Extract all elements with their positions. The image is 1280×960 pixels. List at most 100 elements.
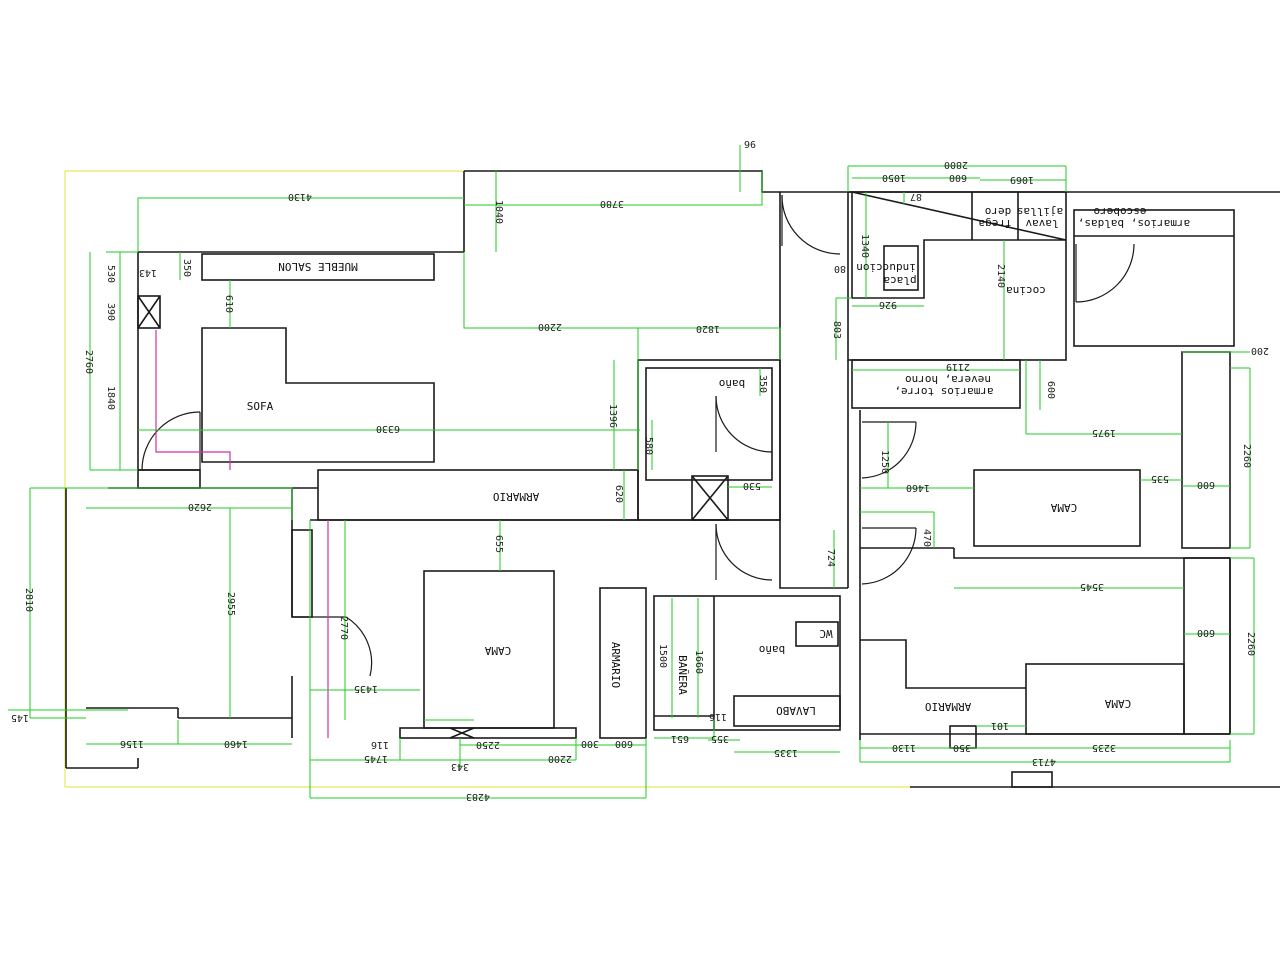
- dim-1396: 1396: [607, 404, 618, 428]
- dim-535: 535: [1151, 473, 1169, 484]
- dim-87: 87: [910, 191, 922, 202]
- label-cama-dormitorio-2: CAMA: [1050, 501, 1077, 514]
- dim-1975: 1975: [1092, 427, 1116, 438]
- dim-116-bano: 116: [709, 711, 727, 722]
- dim-143: 143: [139, 267, 157, 278]
- electrical-lines: [155, 330, 329, 738]
- dim-1460-salon: 1460: [224, 738, 248, 749]
- label-cocina: cocina: [1006, 284, 1046, 297]
- dim-470: 470: [921, 529, 932, 547]
- dim-620: 620: [613, 485, 624, 503]
- label-torre-2: nevera, horno: [905, 373, 991, 386]
- dim-600-torre: 600: [1045, 381, 1056, 399]
- dim-655: 655: [493, 535, 504, 553]
- label-wc: WC: [819, 627, 832, 640]
- dim-300: 300: [581, 738, 599, 749]
- dim-6330: 6330: [376, 423, 400, 434]
- dim-3545: 3545: [1080, 581, 1104, 592]
- walls: [65, 170, 1280, 788]
- dim-101: 101: [991, 720, 1009, 731]
- doors: [141, 194, 1135, 677]
- dim-2800: 2800: [944, 159, 968, 170]
- dim-2260-dorm2: 2260: [1241, 444, 1252, 468]
- dim-600-dorm3: 600: [1197, 627, 1215, 638]
- dim-1156: 1156: [120, 738, 144, 749]
- dim-2955: 2955: [225, 592, 236, 616]
- dim-926: 926: [879, 299, 897, 310]
- label-armario-dormitorio-1: ARMARIO: [609, 642, 622, 688]
- dim-1460-dorm: 1460: [906, 482, 930, 493]
- site-outline: [64, 170, 910, 788]
- label-cama-dormitorio-1: CAMA: [484, 644, 511, 657]
- dim-350-salon: 350: [181, 259, 192, 277]
- dim-1435: 1435: [354, 683, 378, 694]
- dim-2770: 2770: [338, 616, 349, 640]
- label-sofa: SOFA: [247, 400, 274, 413]
- dim-1500: 1500: [657, 644, 668, 668]
- dim-530: 530: [105, 265, 116, 283]
- dimension-lines: [8, 145, 1255, 799]
- label-bano-1: baño: [719, 377, 746, 390]
- dim-2250: 2250: [476, 739, 500, 750]
- dim-600-armario: 600: [615, 738, 633, 749]
- label-placa: placa: [883, 274, 916, 287]
- dimension-labels: 4130 3780 1040 2200 1820 530 390 143 350…: [11, 138, 1269, 802]
- dim-350-dorm3: 350: [953, 742, 971, 753]
- dim-1340: 1340: [859, 234, 870, 258]
- dim-600-dorm2: 600: [1197, 479, 1215, 490]
- dim-1250: 1250: [879, 450, 890, 474]
- dim-4283: 4283: [466, 791, 490, 802]
- dim-350-bano: 350: [757, 375, 768, 393]
- label-induccion: induccion: [856, 261, 916, 274]
- dim-116: 116: [371, 739, 389, 750]
- dim-4130: 4130: [288, 191, 312, 202]
- label-armario-dormitorio-3: ARMARIO: [925, 700, 971, 713]
- dim-2200-top: 2200: [538, 321, 562, 332]
- dim-530-bano: 530: [743, 480, 761, 491]
- label-fregadero-2: dero: [985, 205, 1012, 218]
- dim-145: 145: [11, 712, 29, 723]
- dim-610: 610: [223, 295, 234, 313]
- dim-1335: 1335: [774, 747, 798, 758]
- dim-200: 200: [1251, 345, 1269, 356]
- label-escobero-2: escobero: [1094, 205, 1147, 218]
- dim-724: 724: [825, 549, 836, 567]
- dim-1040: 1040: [493, 200, 504, 224]
- label-banera: BAÑERA: [676, 655, 689, 695]
- dim-343: 343: [451, 761, 469, 772]
- label-escobero-1: armarios, baldas,: [1078, 217, 1191, 230]
- dim-1660: 1660: [693, 650, 704, 674]
- label-armario-pasillo: ARMARIO: [493, 490, 539, 503]
- dim-3235: 3235: [1092, 742, 1116, 753]
- dim-2620: 2620: [188, 501, 212, 512]
- dim-2119: 2119: [946, 361, 970, 372]
- label-lavavajillas-2: ajillas: [1017, 205, 1063, 218]
- label-torre-1: armarios torre,: [894, 385, 993, 398]
- label-lavavajillas-1: lavav: [1025, 217, 1058, 230]
- label-mueble-salon: MUEBLE SALON: [278, 260, 357, 273]
- dim-651: 651: [671, 733, 689, 744]
- label-lavabo: LAVABO: [776, 704, 816, 717]
- label-cama-dormitorio-3: CAMA: [1104, 697, 1131, 710]
- label-fregadero-1: frega: [978, 217, 1011, 230]
- dim-1050: 1050: [882, 172, 906, 183]
- room-labels: MUEBLE SALON SOFA ARMARIO CAMA ARMARIO b…: [247, 205, 1191, 717]
- dim-580: 580: [643, 437, 654, 455]
- dim-2200-bottom: 2200: [548, 753, 572, 764]
- dim-2260-dorm3: 2260: [1245, 632, 1256, 656]
- dim-2760: 2760: [83, 350, 94, 374]
- dim-390: 390: [105, 303, 116, 321]
- dim-1820: 1820: [696, 323, 720, 334]
- dim-96: 96: [744, 138, 756, 149]
- dim-803: 803: [831, 321, 842, 339]
- dim-1069: 1069: [1010, 174, 1034, 185]
- dim-1840: 1840: [105, 386, 116, 410]
- label-bano-2: baño: [759, 643, 786, 656]
- dim-80: 80: [834, 263, 846, 274]
- dim-1130: 1130: [892, 742, 916, 753]
- dim-2810: 2810: [23, 588, 34, 612]
- dim-4713: 4713: [1032, 756, 1056, 767]
- dim-600-cocina: 600: [949, 172, 967, 183]
- dim-3780: 3780: [600, 198, 624, 209]
